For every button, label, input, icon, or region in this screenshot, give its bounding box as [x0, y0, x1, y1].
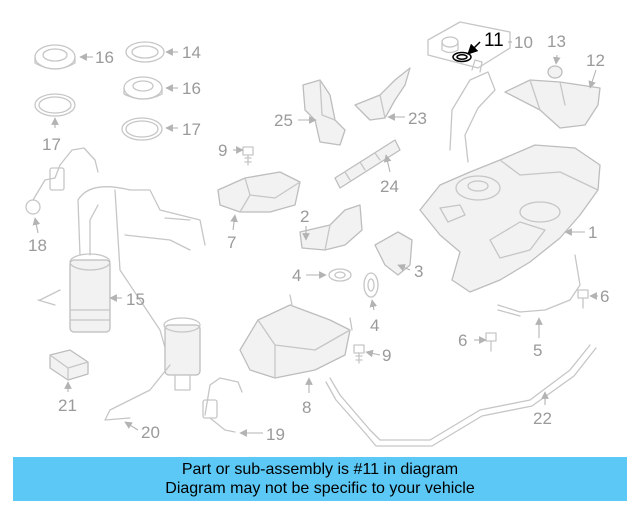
- part-16-lock-ring-top: [34, 44, 76, 70]
- callout-15: 15: [126, 290, 145, 309]
- callout-7: 7: [227, 233, 236, 252]
- callout-labels: 16 14 16 17 17 18 15 21 20 19 9 7 25 23 …: [28, 30, 609, 444]
- callout-4-upper: 4: [292, 266, 301, 285]
- callout-2: 2: [300, 207, 309, 226]
- caption-line-2: Diagram may not be specific to your vehi…: [165, 480, 475, 497]
- part-16-lock-ring-2: [123, 76, 163, 100]
- part-2-bracket: [299, 204, 363, 251]
- callout-16-mid: 16: [182, 79, 201, 98]
- callout-9-upper: 9: [218, 141, 227, 160]
- callout-20: 20: [141, 423, 160, 442]
- callout-22: 22: [533, 409, 552, 428]
- callout-19: 19: [266, 425, 285, 444]
- callout-24: 24: [380, 177, 399, 196]
- part-23-bracket: [354, 67, 411, 121]
- callout-9-lower: 9: [382, 346, 391, 365]
- part-11-highlighted-seal: [452, 51, 472, 63]
- callout-13: 13: [547, 32, 566, 51]
- callout-18: 18: [28, 236, 47, 255]
- part-17-seal-right: [121, 117, 163, 141]
- part-7-heat-shield: [217, 171, 301, 213]
- part-19-harness: [202, 377, 243, 433]
- part-18-sender-wire: [25, 147, 99, 215]
- caption-banner: Part or sub-assembly is #11 in diagram D…: [13, 457, 627, 501]
- part-10-filler-cap-assy: [427, 21, 511, 69]
- callout-16-top: 16: [95, 48, 114, 67]
- parts-diagram: 16 14 16 17 17 18 15 21 20 19 9 7 25 23 …: [25, 21, 609, 447]
- callout-14: 14: [182, 43, 201, 62]
- part-24-strap: [334, 139, 401, 189]
- part-25-bracket: [302, 79, 346, 146]
- part-9-bolt-lower: [353, 344, 365, 364]
- part-20-fuel-pump-assy: [104, 317, 201, 421]
- callout-21: 21: [58, 396, 77, 415]
- callout-6-right: 6: [600, 287, 609, 306]
- part-4-grommet-lower: [363, 272, 379, 298]
- caption-line-1: Part or sub-assembly is #11 in diagram: [181, 461, 459, 478]
- callout-6-lower: 6: [458, 331, 467, 350]
- callout-23: 23: [408, 109, 427, 128]
- part-17-seal-left: [34, 93, 76, 117]
- part-15-fuel-pump-module: [37, 186, 206, 366]
- leader-lines: [32, 41, 598, 437]
- callout-17-right: 17: [182, 120, 201, 139]
- part-22-fuel-lines: [325, 344, 597, 447]
- part-12-shield: [504, 79, 601, 129]
- part-9-bolt-upper: [242, 146, 254, 166]
- part-1-fuel-tank: [419, 144, 601, 293]
- part-filler-neck: [449, 59, 496, 163]
- callout-3: 3: [414, 262, 423, 281]
- part-14-retaining-ring: [125, 41, 165, 63]
- part-5-fuel-line: [497, 254, 581, 317]
- callout-12: 12: [586, 51, 605, 70]
- callout-25: 25: [274, 111, 293, 130]
- callout-10: 10: [514, 33, 533, 52]
- callout-8: 8: [302, 398, 311, 417]
- part-6-bolt-right: [577, 289, 589, 309]
- part-4-grommet-upper: [328, 268, 352, 282]
- part-21-control-module: [49, 349, 89, 381]
- callout-5: 5: [533, 341, 542, 360]
- callout-17-left: 17: [42, 135, 61, 154]
- part-8-skid-shield: [239, 294, 353, 379]
- part-6-bolt-lower: [485, 332, 497, 352]
- part-13-cap: [547, 65, 563, 79]
- callout-4-lower: 4: [370, 316, 379, 335]
- callout-11-highlighted: 11: [484, 30, 504, 51]
- callout-1: 1: [588, 223, 597, 242]
